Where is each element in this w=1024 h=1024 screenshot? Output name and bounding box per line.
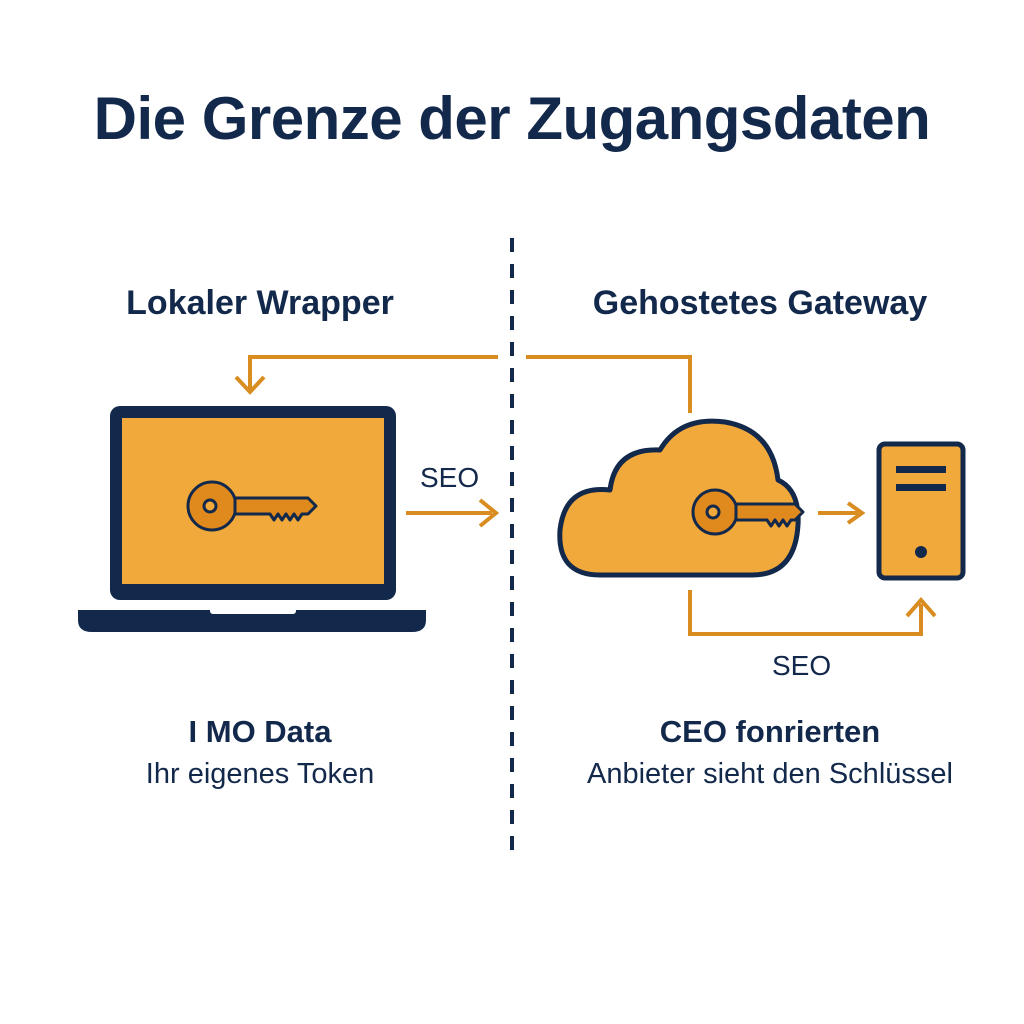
outgoing-flow-arrow [406,498,500,528]
laptop-icon [78,406,426,632]
left-panel-heading: Lokaler Wrapper [126,284,394,322]
left-caption-subtitle: Ihr eigenes Token [145,758,375,790]
right-caption-subtitle: Anbieter sieht den Schlüssel [587,758,953,790]
cloud-icon [557,418,801,578]
server-icon [876,441,966,581]
left-caption-title: I MO Data [188,714,332,749]
key-icon [186,480,318,532]
page-title: Die Grenze der Zugangsdaten [93,85,931,152]
key-icon [691,488,805,536]
gateway-to-server-arrow [818,501,866,525]
right-panel-heading: Gehostetes Gateway [592,284,928,322]
return-flow-arrow [234,355,692,413]
right-caption-title: CEO fonrierten [659,714,881,749]
outgoing-flow-label: SEO [420,462,480,493]
server-access-arrow [688,590,937,636]
server-access-flow-label: SEO [772,650,832,681]
